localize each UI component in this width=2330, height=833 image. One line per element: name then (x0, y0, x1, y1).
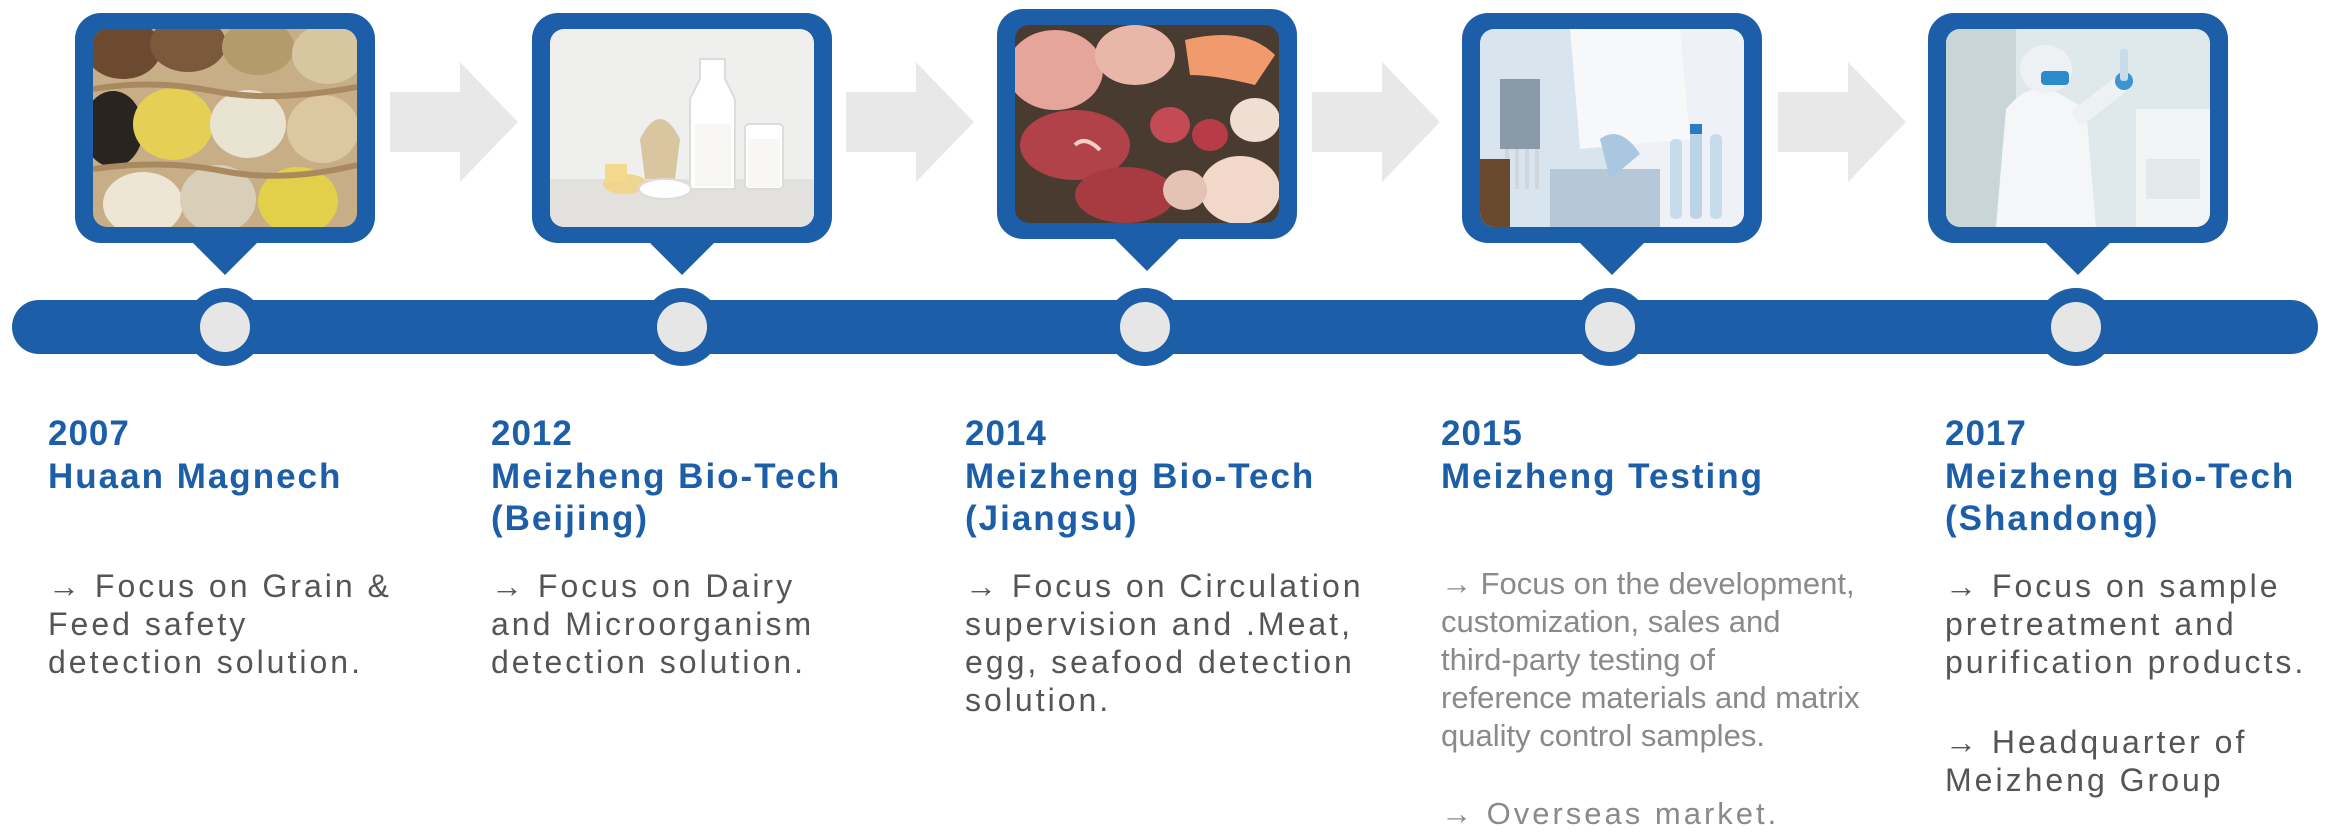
milestone-2017-extra: → Headquarter of Meizheng Group (1945, 723, 2247, 799)
description-line: detection solution. (491, 644, 806, 680)
description-line: solution. (965, 682, 1112, 718)
frame-pointer (2044, 241, 2112, 275)
milestone-2015-frame (1462, 13, 1762, 275)
milestone-name: (Beijing) (491, 499, 649, 538)
dairy-products-photo (550, 29, 814, 227)
arrow-right-icon (846, 62, 974, 182)
timeline-node (1106, 288, 1184, 366)
timeline-node (643, 288, 721, 366)
arrow-right-icon (1778, 62, 1906, 182)
lab-scientist-photo (1946, 29, 2210, 227)
grain-sacks-photo (93, 29, 357, 227)
milestone-name: Huaan Magnech (48, 457, 343, 496)
description-line: pretreatment and (1945, 606, 2237, 642)
description-line: reference materials and matrix (1441, 680, 1860, 715)
milestone-name: Meizheng Bio-Tech (1945, 457, 2296, 496)
description-line: detection solution. (48, 644, 363, 680)
milestone-2007: 2007 Huaan Magnech (48, 412, 342, 498)
description-line: third-party testing of (1441, 642, 1715, 677)
description-line: → Focus on Circulation (965, 568, 1364, 604)
description-line: → Focus on Dairy (491, 568, 796, 604)
timeline-node-dot (1120, 302, 1170, 352)
description-line: customization, sales and (1441, 604, 1781, 639)
milestone-name: Meizheng Bio-Tech (491, 457, 842, 496)
milestone-2007-frame (75, 13, 375, 275)
frame-pointer (648, 241, 716, 275)
milestone-year: 2015 (1441, 414, 1523, 453)
description-line: → Focus on sample (1945, 568, 2281, 604)
milestone-2017-frame (1928, 13, 2228, 275)
description-line: Feed safety (48, 606, 249, 642)
timeline-node (1571, 288, 1649, 366)
lab-pipette-photo (1480, 29, 1744, 227)
milestone-2012-description: → Focus on Dairy and Microorganism detec… (491, 567, 814, 681)
frame-pointer (191, 241, 259, 275)
milestone-year: 2017 (1945, 414, 2027, 453)
milestone-2012-frame (532, 13, 832, 275)
meat-seafood-photo (1015, 25, 1279, 223)
milestone-year: 2014 (965, 414, 1047, 453)
milestone-year: 2007 (48, 414, 130, 453)
milestone-2017-description: → Focus on sample pretreatment and purif… (1945, 567, 2306, 681)
timeline-node-dot (1585, 302, 1635, 352)
arrow-right-icon (390, 62, 518, 182)
milestone-2014-description: → Focus on Circulation supervision and .… (965, 567, 1370, 719)
description-line: and Microorganism (491, 606, 815, 642)
timeline-node-dot (200, 302, 250, 352)
timeline-node-dot (657, 302, 707, 352)
description-line: → Headquarter of (1945, 724, 2248, 760)
milestone-name: Meizheng Testing (1441, 457, 1765, 496)
description-line: quality control samples. (1441, 718, 1765, 753)
milestone-2007-description: → Focus on Grain & Feed safety detection… (48, 567, 392, 681)
description-line: → Focus on Grain & (48, 568, 392, 604)
frame-pointer (1113, 237, 1181, 271)
milestone-year: 2012 (491, 414, 573, 453)
description-line: purification products. (1945, 644, 2307, 680)
description-line: supervision and .Meat, (965, 606, 1353, 642)
description-line: Meizheng Group (1945, 762, 2224, 798)
milestone-2014-frame (997, 9, 1297, 271)
description-line: → Focus on the development, (1441, 566, 1855, 601)
milestone-name: (Shandong) (1945, 499, 2160, 538)
milestone-name: (Jiangsu) (965, 499, 1139, 538)
milestone-2015-description: → Focus on the development, customizatio… (1441, 565, 1860, 755)
milestone-name: Meizheng Bio-Tech (965, 457, 1316, 496)
frame-pointer (1578, 241, 1646, 275)
description-line: egg, seafood detection (965, 644, 1355, 680)
timeline-node (186, 288, 264, 366)
milestone-2017: 2017 Meizheng Bio-Tech (Shandong) (1945, 412, 2295, 540)
milestone-2015: 2015 Meizheng Testing (1441, 412, 1764, 498)
timeline-node (2037, 288, 2115, 366)
milestone-2014: 2014 Meizheng Bio-Tech (Jiangsu) (965, 412, 1315, 540)
timeline-node-dot (2051, 302, 2101, 352)
description-line: → Overseas market. (1441, 796, 1780, 831)
arrow-right-icon (1312, 62, 1440, 182)
milestone-2015-extra: → Overseas market. (1441, 795, 1779, 833)
milestone-2012: 2012 Meizheng Bio-Tech (Beijing) (491, 412, 841, 540)
